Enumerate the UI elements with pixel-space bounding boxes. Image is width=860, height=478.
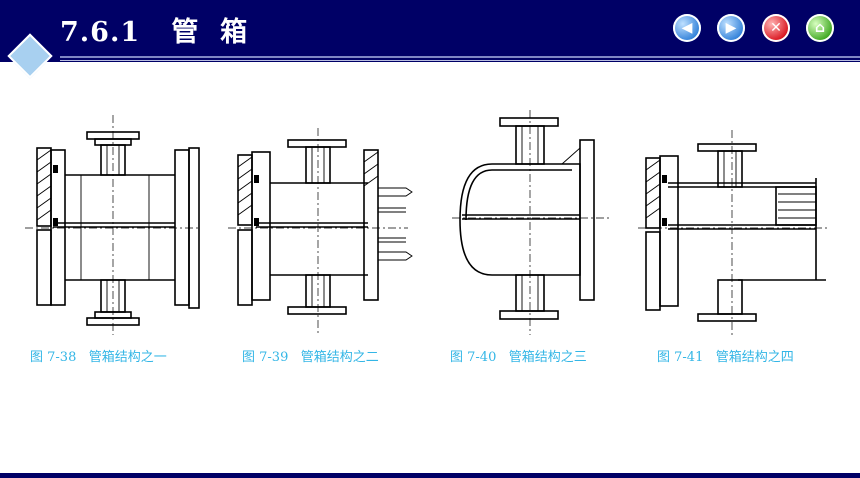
figure-caption-7-40: 图 7-40 管箱结构之三 <box>450 350 587 365</box>
close-button[interactable]: ✕ <box>762 14 790 42</box>
figure-caption-7-41: 图 7-41 管箱结构之四 <box>657 350 794 365</box>
forward-arrow-icon: ▶ <box>725 20 737 36</box>
channel-drawing-1 <box>25 115 200 335</box>
figure-7-41-drawing <box>638 130 830 335</box>
next-button[interactable]: ▶ <box>717 14 745 42</box>
figure-caption-7-38: 图 7-38 管箱结构之一 <box>30 350 167 365</box>
home-icon: ⌂ <box>814 20 826 36</box>
close-icon: ✕ <box>770 20 782 36</box>
figure-7-39-drawing <box>228 128 413 335</box>
channel-drawing-4 <box>638 130 830 335</box>
footer-bar <box>0 473 860 478</box>
home-button[interactable]: ⌂ <box>806 14 834 42</box>
figure-7-38-drawing <box>25 115 200 335</box>
header-stripe <box>60 56 860 58</box>
channel-drawing-3 <box>452 110 612 335</box>
figure-7-40-drawing <box>452 110 612 335</box>
header-bar <box>0 0 860 62</box>
figure-caption-7-39: 图 7-39 管箱结构之二 <box>242 350 379 365</box>
back-arrow-icon: ◀ <box>681 20 693 36</box>
header-stripe-thin <box>60 60 860 61</box>
page-title: 7.6.1 管 箱 <box>60 17 249 48</box>
channel-drawing-2 <box>228 128 413 335</box>
previous-button[interactable]: ◀ <box>673 14 701 42</box>
